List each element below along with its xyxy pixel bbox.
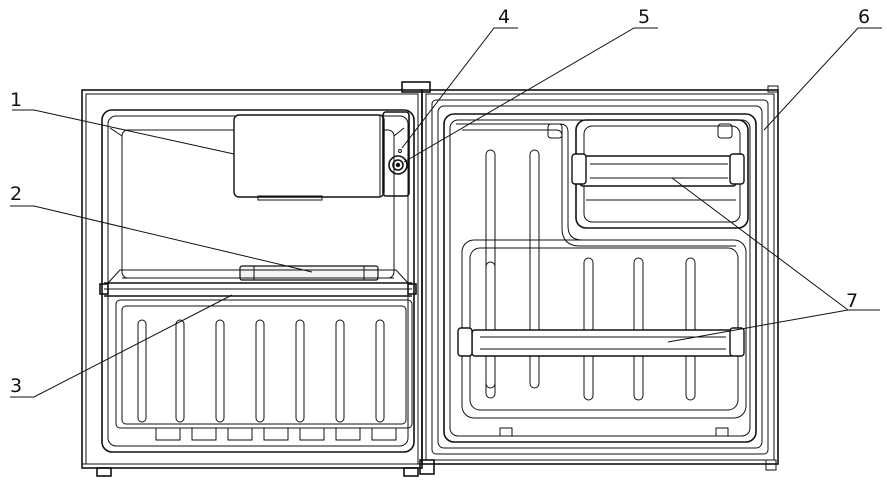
lower-ribs xyxy=(137,319,385,423)
leader-2 xyxy=(10,205,313,273)
bottom-bump xyxy=(263,427,289,441)
lower-door-pocket xyxy=(457,239,747,419)
upper-door-pocket xyxy=(456,119,749,247)
callout-3: 3 xyxy=(10,375,22,397)
glass-shelf xyxy=(99,269,417,297)
callout-6: 6 xyxy=(858,6,870,28)
leader-7a xyxy=(671,177,849,311)
lower-rib xyxy=(295,319,305,423)
thermostat xyxy=(382,111,410,197)
lower-rib xyxy=(137,319,147,423)
thermostat-knob xyxy=(388,155,408,175)
bottom-bump xyxy=(155,427,181,441)
leader-5 xyxy=(403,27,658,163)
leader-7b xyxy=(667,309,880,343)
bottom-bump xyxy=(371,427,397,441)
thermostat-lamp xyxy=(398,149,402,153)
callout-1: 1 xyxy=(10,89,22,111)
door-rib xyxy=(583,257,594,401)
leader-3 xyxy=(10,294,233,398)
leader-4 xyxy=(401,27,518,149)
door-rib xyxy=(633,257,644,401)
cabinet xyxy=(81,81,435,477)
callout-5: 5 xyxy=(638,6,650,28)
door-ribs xyxy=(485,149,696,401)
door xyxy=(421,85,779,471)
callout-labels: 1 2 3 4 5 6 7 xyxy=(10,6,870,397)
leader-1 xyxy=(12,109,235,155)
lower-rib xyxy=(215,319,225,423)
freezer-compartment xyxy=(233,114,385,201)
bottom-bump xyxy=(299,427,325,441)
door-rib xyxy=(685,257,696,401)
leader-lines xyxy=(10,27,882,398)
bottom-bump xyxy=(191,427,217,441)
lower-rib xyxy=(175,319,185,423)
lower-rib xyxy=(255,319,265,423)
lower-rib xyxy=(375,319,385,423)
door-rib xyxy=(529,149,540,389)
bottom-bump xyxy=(335,427,361,441)
callout-2: 2 xyxy=(10,183,22,205)
bottom-bump xyxy=(227,427,253,441)
leader-6 xyxy=(763,27,882,131)
lower-rib xyxy=(335,319,345,423)
callout-7: 7 xyxy=(846,290,858,312)
callout-4: 4 xyxy=(498,6,510,28)
bottom-bumps xyxy=(155,427,397,441)
